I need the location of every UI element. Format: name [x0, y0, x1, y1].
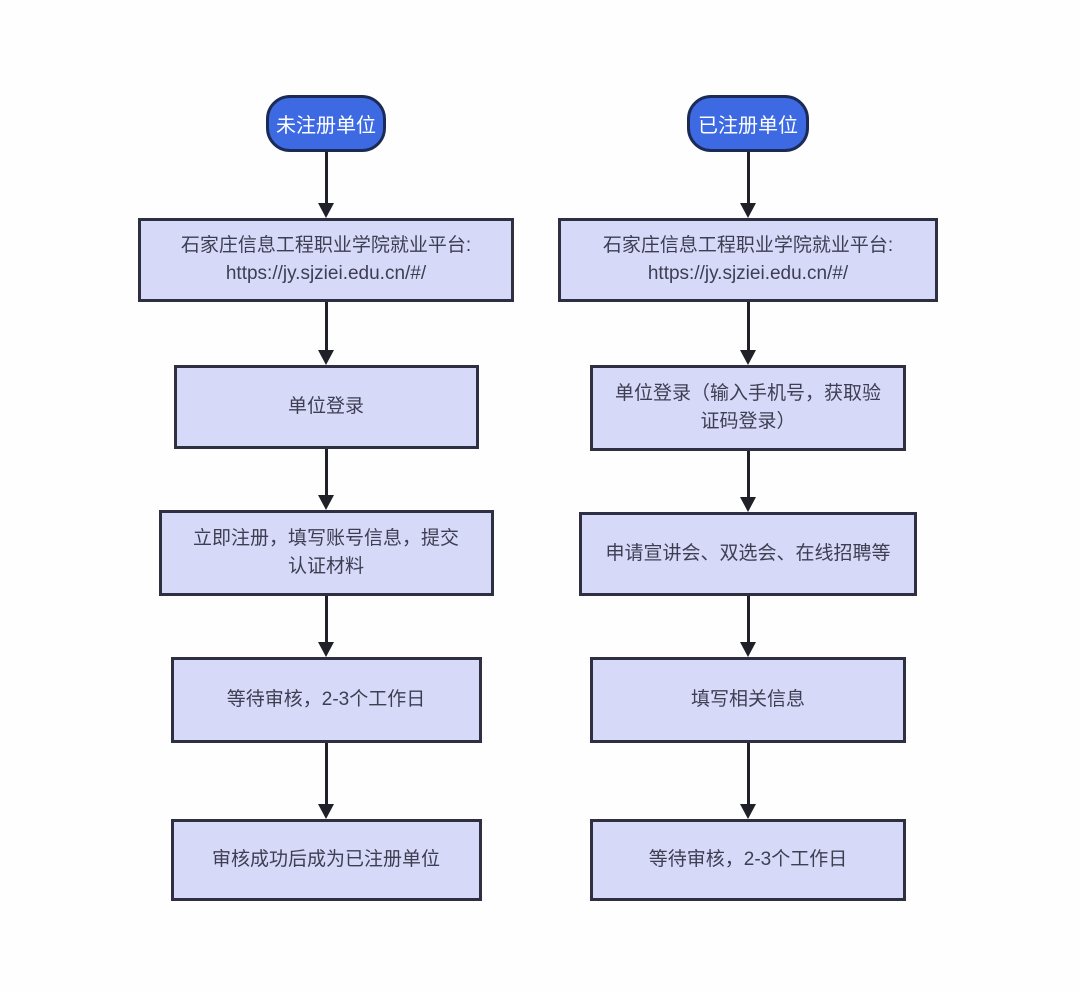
arrow-down — [740, 451, 756, 512]
arrow-down — [740, 743, 756, 819]
step-node-label: 立即注册，填写账号信息，提交 认证材料 — [192, 527, 459, 578]
arrow-line — [324, 302, 328, 351]
arrow-down — [318, 596, 334, 657]
arrow-head-icon — [740, 203, 756, 218]
step-node-wait-review: 等待审核，2-3个工作日 — [590, 819, 906, 901]
arrow-head-icon — [740, 350, 756, 365]
step-node-platform-url: 石家庄信息工程职业学院就业平台: https://jy.sjziei.edu.c… — [558, 218, 938, 302]
arrow-head-icon — [318, 350, 334, 365]
flow-column-registered: 已注册单位 石家庄信息工程职业学院就业平台: https://jy.sjziei… — [558, 95, 938, 901]
step-node-platform-url: 石家庄信息工程职业学院就业平台: https://jy.sjziei.edu.c… — [138, 218, 514, 302]
flow-column-unregistered: 未注册单位 石家庄信息工程职业学院就业平台: https://jy.sjziei… — [138, 95, 514, 901]
step-node-apply-events: 申请宣讲会、双选会、在线招聘等 — [579, 512, 917, 596]
step-node-label: 填写相关信息 — [690, 688, 805, 710]
start-node-registered: 已注册单位 — [687, 95, 809, 152]
arrow-head-icon — [740, 804, 756, 819]
arrow-head-icon — [318, 804, 334, 819]
arrow-line — [746, 743, 750, 805]
step-node-label: 单位登录（输入手机号，获取验 证码登录） — [614, 382, 881, 433]
arrow-line — [324, 152, 328, 204]
step-node-label: 等待审核，2-3个工作日 — [648, 848, 848, 870]
arrow-down — [318, 302, 334, 365]
step-node-label: 单位登录 — [287, 395, 364, 417]
step-node-wait-review: 等待审核，2-3个工作日 — [170, 657, 482, 743]
arrow-head-icon — [318, 642, 334, 657]
start-node-unregistered: 未注册单位 — [266, 95, 386, 152]
arrow-line — [746, 302, 750, 351]
arrow-line — [324, 449, 328, 496]
step-node-unit-login-sms: 单位登录（输入手机号，获取验 证码登录） — [590, 365, 906, 451]
arrow-line — [746, 596, 750, 643]
arrow-down — [318, 449, 334, 510]
arrow-line — [746, 152, 750, 204]
step-node-label: 石家庄信息工程职业学院就业平台: https://jy.sjziei.edu.c… — [602, 234, 894, 285]
step-node-label: 石家庄信息工程职业学院就业平台: https://jy.sjziei.edu.c… — [180, 234, 472, 285]
step-node-label: 审核成功后成为已注册单位 — [211, 848, 440, 870]
step-node-register-submit: 立即注册，填写账号信息，提交 认证材料 — [158, 510, 494, 596]
arrow-down — [740, 596, 756, 657]
arrow-down — [318, 152, 334, 218]
arrow-head-icon — [740, 642, 756, 657]
step-node-fill-info: 填写相关信息 — [590, 657, 906, 743]
arrow-head-icon — [318, 495, 334, 510]
arrow-head-icon — [318, 203, 334, 218]
arrow-down — [740, 302, 756, 365]
arrow-down — [740, 152, 756, 218]
arrow-down — [318, 743, 334, 819]
arrow-line — [324, 596, 328, 643]
step-node-label: 等待审核，2-3个工作日 — [226, 688, 426, 710]
arrow-head-icon — [740, 497, 756, 512]
step-node-review-success: 审核成功后成为已注册单位 — [170, 819, 482, 901]
arrow-line — [746, 451, 750, 498]
step-node-unit-login: 单位登录 — [173, 365, 479, 449]
start-node-unregistered-label: 未注册单位 — [276, 115, 376, 137]
step-node-label: 申请宣讲会、双选会、在线招聘等 — [605, 542, 891, 564]
arrow-line — [324, 743, 328, 805]
start-node-registered-label: 已注册单位 — [698, 115, 798, 137]
